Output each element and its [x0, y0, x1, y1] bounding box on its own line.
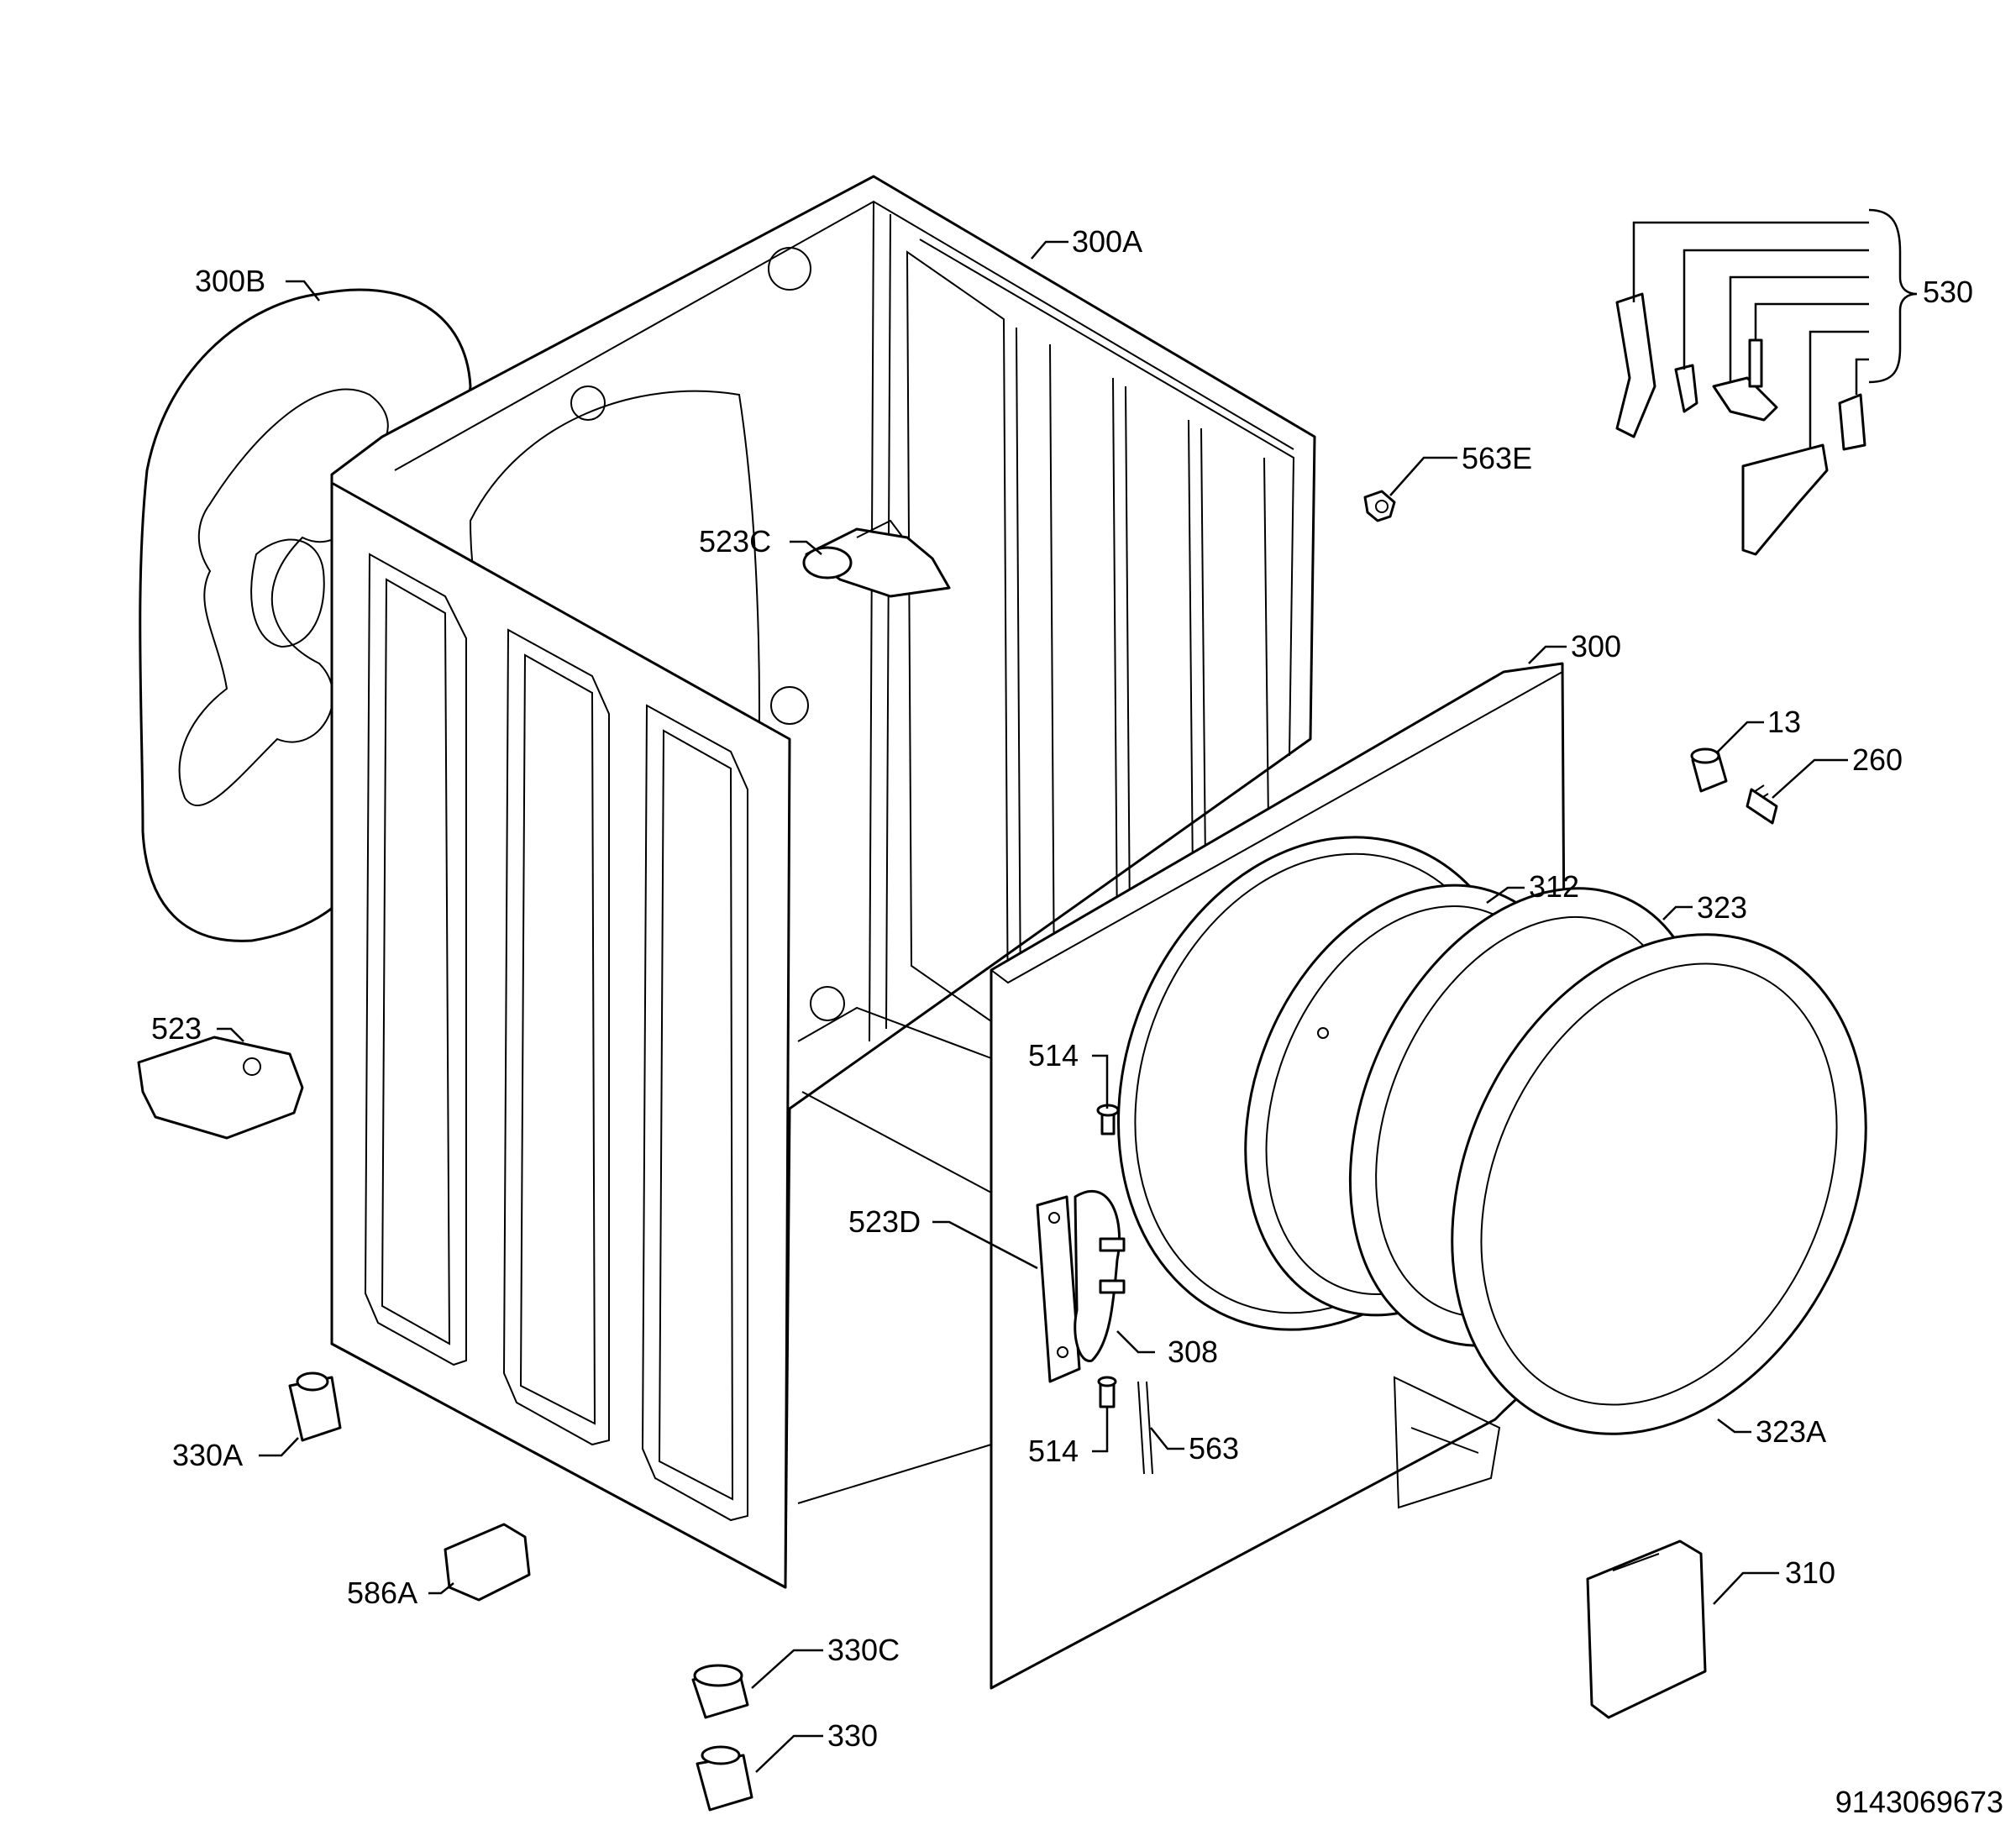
part-586A	[444, 1523, 531, 1602]
spring-260	[1746, 784, 1778, 825]
label-586A: 586A	[347, 1576, 417, 1610]
part-labels: 300B 300A 530 563E 523C 300 13 260 312 3…	[151, 224, 2003, 1819]
label-13: 13	[1767, 705, 1801, 739]
label-523C: 523C	[699, 524, 771, 559]
side-panel	[330, 481, 791, 1589]
label-523D: 523D	[848, 1204, 921, 1239]
bracket-523	[137, 1036, 304, 1140]
label-530: 530	[1923, 275, 1973, 309]
label-330: 330	[827, 1718, 878, 1753]
foot-330	[696, 1745, 753, 1812]
filter-flap-310	[1586, 1539, 1707, 1719]
foot-330C	[691, 1664, 749, 1719]
label-514-bottom: 514	[1028, 1434, 1079, 1468]
screw-514-top	[1096, 1104, 1120, 1135]
door-outer-ring-323A	[1451, 933, 1867, 1435]
label-312: 312	[1529, 869, 1579, 904]
bracket-523C	[802, 519, 951, 598]
label-330C: 330C	[827, 1633, 900, 1667]
label-260: 260	[1852, 742, 1903, 777]
screw-514-bottom	[1097, 1376, 1117, 1408]
hinge-308	[1074, 1190, 1126, 1362]
label-310: 310	[1785, 1555, 1835, 1590]
drawing-number: 9143069673	[1835, 1785, 2003, 1819]
pin-563	[1137, 1381, 1153, 1475]
label-300: 300	[1571, 629, 1621, 663]
label-330A: 330A	[172, 1438, 243, 1472]
part-kit-530	[1615, 208, 1918, 556]
label-563E: 563E	[1462, 441, 1532, 475]
label-523: 523	[151, 1011, 202, 1046]
label-308: 308	[1168, 1335, 1218, 1369]
label-514-top: 514	[1028, 1038, 1079, 1072]
label-300B: 300B	[195, 264, 265, 298]
leader-lines	[217, 240, 1848, 1773]
label-323A: 323A	[1756, 1414, 1826, 1449]
part-13	[1690, 747, 1728, 793]
part-563E	[1363, 490, 1396, 522]
hinge-523D	[1036, 1195, 1081, 1383]
label-563: 563	[1189, 1431, 1239, 1466]
label-300A: 300A	[1072, 224, 1142, 259]
label-323: 323	[1697, 890, 1747, 925]
valve-330A	[288, 1371, 342, 1442]
